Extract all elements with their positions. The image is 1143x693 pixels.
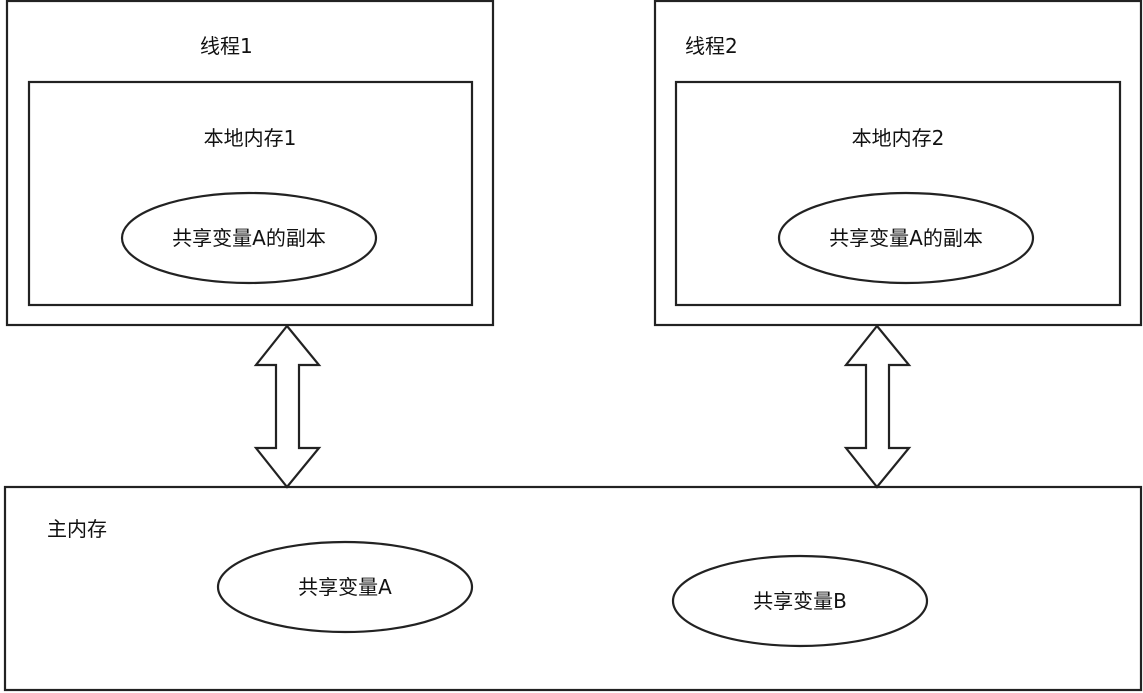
- copy-a-1-ellipse: [120, 191, 378, 285]
- thread1-title: 线程1: [200, 34, 253, 58]
- copy-a-2-label: 共享变量A的副本: [829, 226, 983, 250]
- copy-a-1-label: 共享变量A的副本: [172, 226, 326, 250]
- thread2-title: 线程2: [685, 34, 738, 58]
- thread1-box: 线程1 本地内存1 共享变量A的副本: [5, 0, 495, 327]
- copy-a-2-ellipse: [777, 191, 1035, 285]
- double-arrow-1-icon: [253, 324, 322, 489]
- shared-var-a-label: 共享变量A: [298, 575, 392, 599]
- local-memory-2-label: 本地内存2: [852, 126, 945, 150]
- main-memory-box: 主内存 共享变量A 共享变量B: [3, 485, 1143, 692]
- double-arrow-2-icon: [843, 324, 912, 489]
- shared-var-a-ellipse: [216, 540, 474, 634]
- shared-var-b-ellipse: [671, 554, 929, 648]
- main-memory-title: 主内存: [47, 517, 107, 541]
- shared-var-b-label: 共享变量B: [753, 589, 847, 613]
- thread2-box: 线程2 本地内存2 共享变量A的副本: [653, 0, 1143, 327]
- local-memory-1-label: 本地内存1: [204, 126, 297, 150]
